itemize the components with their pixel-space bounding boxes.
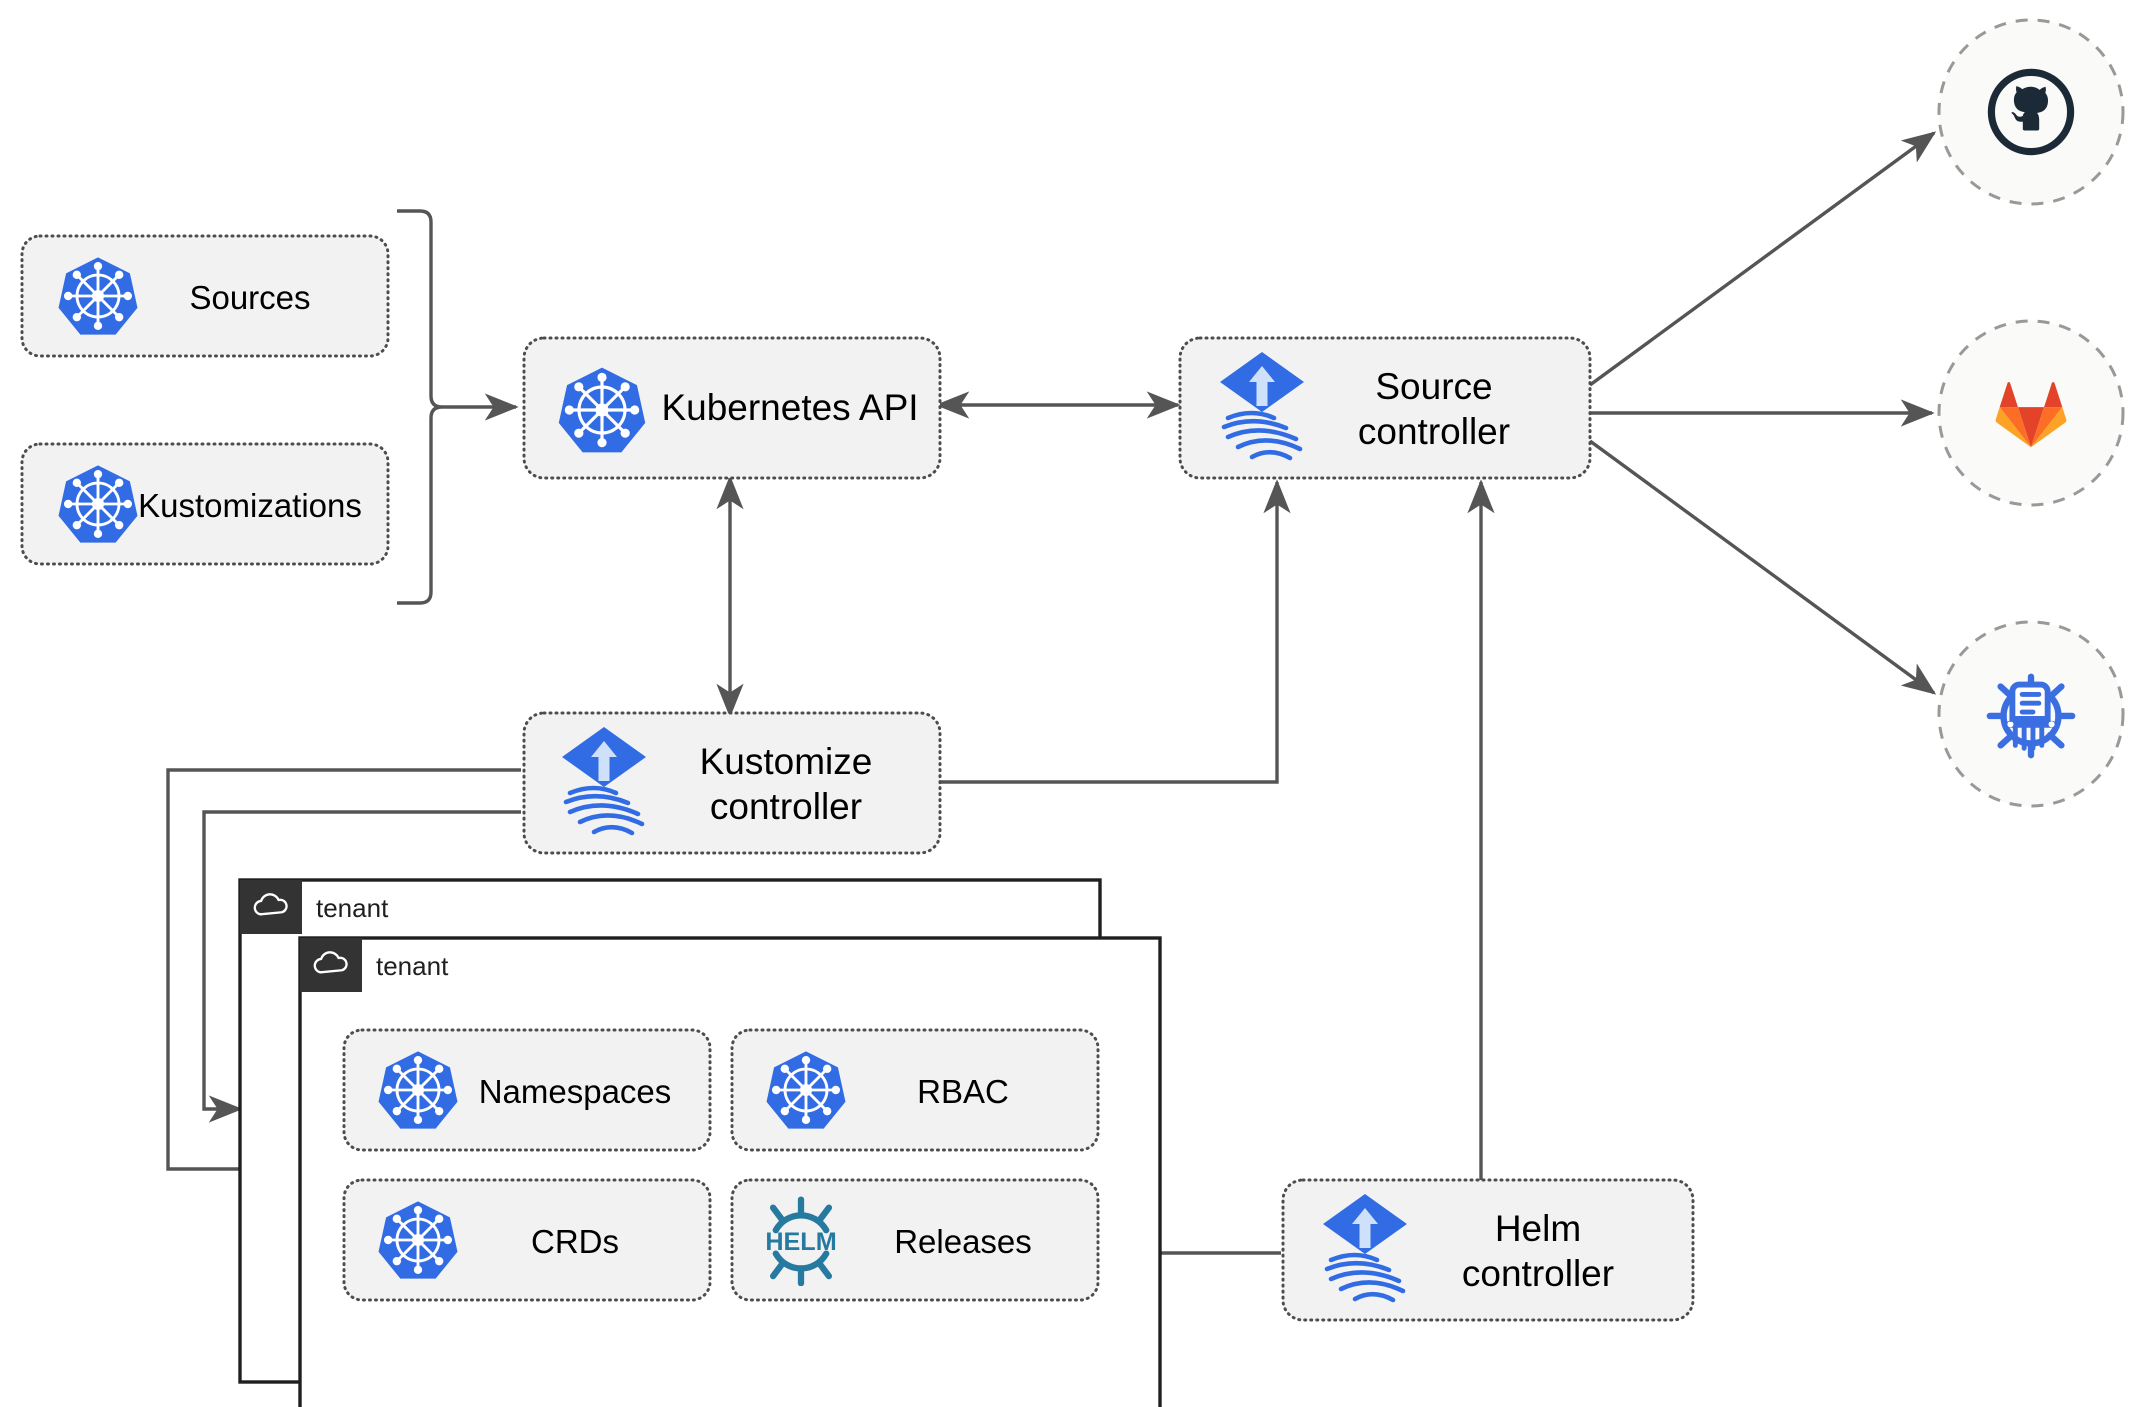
node-kustomizations-label: Kustomizations bbox=[138, 487, 362, 524]
node-releases-label: Releases bbox=[894, 1223, 1032, 1260]
node-helm-repository[interactable] bbox=[1937, 620, 2125, 808]
node-github[interactable] bbox=[1937, 18, 2125, 206]
node-crds-label: CRDs bbox=[531, 1223, 619, 1260]
node-helm-controller[interactable]: Helm controller bbox=[1281, 1178, 1695, 1322]
helm-repository-icon bbox=[1990, 677, 2072, 755]
node-kustomize-controller-label-line2: controller bbox=[710, 786, 862, 827]
node-namespaces-label: Namespaces bbox=[479, 1073, 672, 1110]
edge-kustomizecontroller-tenant-outer bbox=[166, 768, 521, 1183]
edge-kustomizecontroller-sourcecontroller bbox=[938, 479, 1291, 784]
node-sources[interactable]: Sources bbox=[20, 234, 390, 358]
node-crds[interactable]: CRDs bbox=[342, 1178, 712, 1302]
node-kustomizations[interactable]: Kustomizations bbox=[20, 442, 390, 566]
tenant-inner-header bbox=[300, 938, 362, 992]
helm-icon bbox=[765, 1200, 836, 1284]
node-kustomize-controller-label-line1: Kustomize bbox=[700, 741, 873, 782]
edge-kustomizecontroller-tenant-inner bbox=[202, 810, 521, 1123]
node-source-controller-label-line1: Source bbox=[1375, 366, 1492, 407]
node-namespaces[interactable]: Namespaces bbox=[342, 1028, 712, 1152]
node-source-controller-box bbox=[1178, 336, 1592, 480]
node-kustomize-controller-box bbox=[522, 711, 942, 855]
node-gitlab[interactable] bbox=[1937, 319, 2125, 507]
edge-resources-bracket bbox=[397, 209, 443, 605]
edge-sourcecontroller-github bbox=[1588, 131, 1937, 387]
tenant-outer-label: tenant bbox=[316, 893, 389, 923]
node-rbac[interactable]: RBAC bbox=[730, 1028, 1100, 1152]
edge-sourcecontroller-helmrepo bbox=[1588, 439, 1937, 695]
node-kubernetes-api[interactable]: Kubernetes API bbox=[522, 336, 942, 480]
tenant-outer-header bbox=[240, 880, 302, 934]
node-kustomize-controller[interactable]: Kustomize controller bbox=[522, 711, 942, 855]
node-source-controller-label-line2: controller bbox=[1358, 411, 1510, 452]
tenant-inner-label: tenant bbox=[376, 951, 449, 981]
node-helm-controller-label-line1: Helm bbox=[1495, 1208, 1581, 1249]
node-rbac-label: RBAC bbox=[917, 1073, 1009, 1110]
edge-layer bbox=[166, 131, 1937, 1267]
node-source-controller[interactable]: Source controller bbox=[1178, 336, 1592, 480]
tenant-inner-body bbox=[298, 936, 1162, 1407]
node-releases[interactable]: Releases bbox=[730, 1178, 1100, 1302]
node-kubernetes-api-label: Kubernetes API bbox=[661, 387, 918, 428]
node-sources-label: Sources bbox=[189, 279, 310, 316]
tenant-inner[interactable]: tenant bbox=[298, 936, 1162, 1407]
node-helm-controller-label-line2: controller bbox=[1462, 1253, 1614, 1294]
node-helm-controller-box bbox=[1281, 1178, 1695, 1322]
